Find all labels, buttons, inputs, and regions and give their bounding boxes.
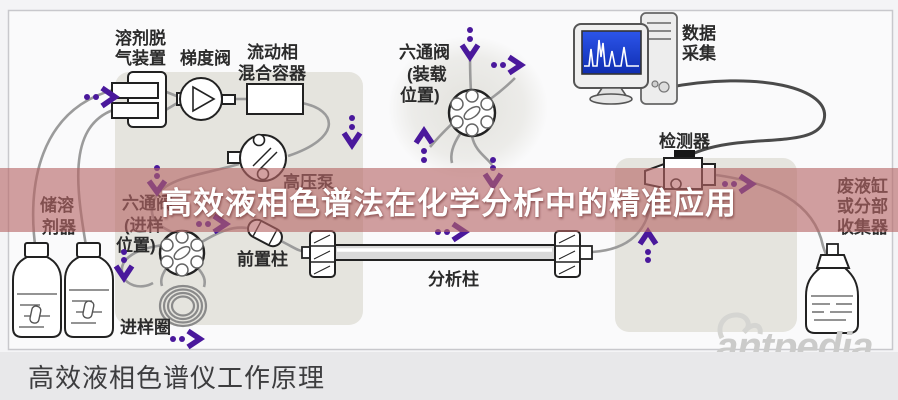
tube <box>470 135 494 166</box>
valve-ports <box>160 230 204 277</box>
monitor-base <box>589 93 633 105</box>
pump-hatch <box>258 151 278 171</box>
bottle-body <box>64 256 114 338</box>
cable-connector <box>658 81 670 93</box>
flow-arrow-right <box>84 85 120 109</box>
title-band <box>0 168 898 232</box>
data-cable <box>664 79 827 157</box>
waste-bottle-neck <box>826 243 839 256</box>
tube-mixer-pump <box>287 101 331 158</box>
valve-ports <box>450 89 494 137</box>
flow-arrow-right <box>491 54 526 76</box>
caption-bar: 高效液相色谱仪工作原理 <box>0 352 898 400</box>
valve-load-label: 六通阀 <box>399 42 450 62</box>
solvent-filter <box>82 300 95 319</box>
mixer-label: 混合容器 <box>238 63 307 83</box>
mixer-label: 流动相 <box>247 42 298 62</box>
bottle-cap <box>76 242 101 258</box>
degasser-label: 气装置 <box>114 48 166 68</box>
bottle-cap <box>24 242 49 258</box>
waste-bottle-flange <box>815 254 851 269</box>
valve-rotor <box>173 245 191 261</box>
six-port-valve-load <box>447 88 497 138</box>
gradient-valve <box>176 77 236 121</box>
flow-arrow-down <box>113 249 135 283</box>
detector-label: 检测器 <box>659 131 711 151</box>
sample-loop-label: 进样圈 <box>120 317 171 337</box>
pump-valve-bead <box>252 133 266 147</box>
column-outlet-nub <box>579 245 593 260</box>
pc-tower <box>640 12 678 105</box>
valve-load-label: (装载 <box>407 64 447 84</box>
analytical-column <box>301 230 593 278</box>
column-end-fitting-left <box>309 230 336 278</box>
flow-arrow-right <box>170 328 205 350</box>
valve-load-label: 位置) <box>400 85 440 105</box>
degasser <box>111 71 167 128</box>
sample-loop-coil <box>158 284 208 328</box>
tube <box>488 77 516 102</box>
bottle-body <box>12 256 62 338</box>
waste-bottle <box>805 243 859 334</box>
caption-text: 高效液相色谱仪工作原理 <box>28 362 326 393</box>
chromatogram-trace <box>584 39 639 67</box>
guard-column-label: 前置柱 <box>237 249 288 269</box>
valve-port <box>221 94 236 105</box>
tube <box>449 133 462 164</box>
liquid-lines <box>811 295 853 321</box>
tower-button <box>651 80 659 88</box>
degasser-label: 溶剂脱 <box>115 28 166 48</box>
flow-arrow-down <box>459 27 481 62</box>
six-port-valve-inject <box>158 229 206 277</box>
pump-hatch <box>252 147 272 167</box>
flow-arrow-down <box>341 115 363 150</box>
gradient-valve-label: 梯度阀 <box>180 48 231 68</box>
degasser-channel <box>111 82 159 99</box>
guard-column-band <box>268 229 278 245</box>
computer <box>573 12 678 105</box>
valve-rotor <box>463 105 481 121</box>
solvent-filter <box>29 305 42 324</box>
waste-bottle-body <box>805 267 859 334</box>
data-acq-label: 采集 <box>681 43 717 63</box>
data-acq-label: 数据 <box>682 23 716 43</box>
detector-cap <box>674 150 695 160</box>
flow-arrow-up <box>413 126 435 163</box>
column-tube <box>333 244 556 261</box>
column-end-fitting-right <box>554 230 581 278</box>
valve-triangle <box>192 85 216 113</box>
column-label: 分析柱 <box>428 269 479 289</box>
watermark-logo <box>717 312 763 340</box>
solvent-bottles <box>12 242 114 338</box>
mixing-container <box>246 83 304 115</box>
degasser-channel <box>111 102 159 119</box>
monitor <box>573 23 649 105</box>
